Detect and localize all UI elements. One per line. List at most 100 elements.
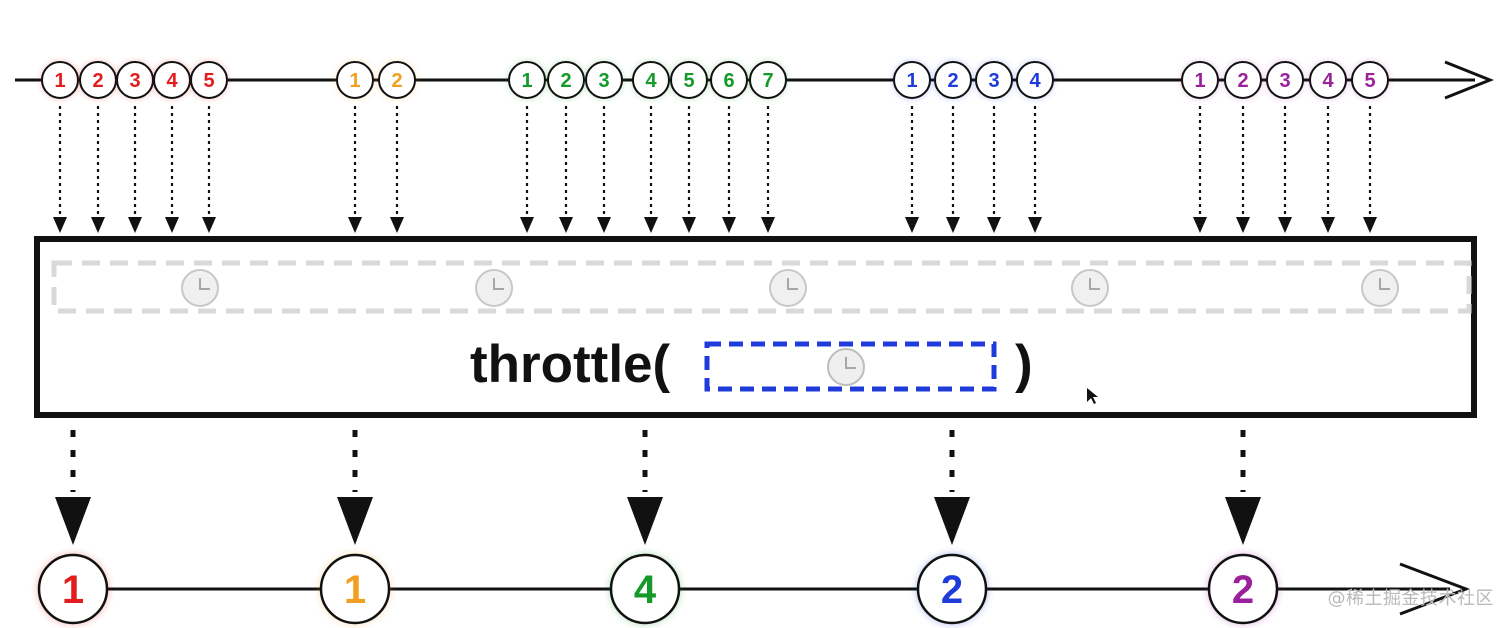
input-arrow-head-icon	[1236, 217, 1250, 233]
input-marble-label: 3	[988, 70, 999, 92]
output-marble-label: 2	[941, 568, 963, 612]
input-marble: 1	[892, 60, 932, 100]
output-marble: 2	[1206, 552, 1280, 626]
output-marble-label: 2	[1232, 568, 1254, 612]
input-arrow-head-icon	[722, 217, 736, 233]
operator-name: throttle(	[470, 335, 671, 394]
input-arrow-head-icon	[520, 217, 534, 233]
input-marble: 3	[115, 60, 155, 100]
input-marble-label: 2	[947, 70, 958, 92]
input-marble: 2	[546, 60, 586, 100]
output-arrow-head-icon	[1225, 497, 1261, 545]
clock-icon	[827, 348, 865, 386]
input-marble: 1	[507, 60, 547, 100]
output-arrow-head-icon	[337, 497, 373, 545]
input-arrow-head-icon	[1028, 217, 1042, 233]
output-arrowhead-icon	[1399, 562, 1471, 616]
input-marble-label: 1	[1194, 70, 1205, 92]
input-marble-label: 4	[1029, 70, 1041, 92]
input-marble: 2	[933, 60, 973, 100]
input-marble-label: 2	[560, 70, 571, 92]
input-marble-label: 3	[598, 70, 609, 92]
input-marbles: 1 2 3 4 5 1 2 1 2 3 4 5 6 7 1 2 3 4 1 2 3 4 5	[40, 60, 1390, 100]
input-arrow-head-icon	[390, 217, 404, 233]
input-marble: 5	[189, 60, 229, 100]
input-marble-label: 1	[521, 70, 532, 92]
input-marble-label: 6	[723, 70, 734, 92]
input-marble-label: 7	[762, 70, 773, 92]
input-marble-label: 4	[1322, 70, 1334, 92]
input-marble-label: 3	[129, 70, 140, 92]
output-marble: 1	[36, 552, 110, 626]
input-marble-label: 2	[92, 70, 103, 92]
watermark: @稀土掘金技术社区	[1327, 588, 1494, 609]
input-marble: 4	[1015, 60, 1055, 100]
input-arrow-head-icon	[682, 217, 696, 233]
input-marble: 3	[1265, 60, 1305, 100]
operator-duration-box	[704, 341, 997, 392]
output-arrow-head-icon	[627, 497, 663, 545]
input-marble-label: 1	[54, 70, 65, 92]
input-marble: 4	[152, 60, 192, 100]
input-marble-label: 1	[906, 70, 917, 92]
input-marble-label: 2	[391, 70, 402, 92]
input-arrow-head-icon	[761, 217, 775, 233]
timer-clocks	[181, 269, 1399, 307]
input-arrow-head-icon	[53, 217, 67, 233]
input-marble: 1	[1180, 60, 1220, 100]
clock-icon	[181, 269, 219, 307]
input-arrow-head-icon	[348, 217, 362, 233]
input-arrow-head-icon	[1193, 217, 1207, 233]
input-marble: 1	[40, 60, 80, 100]
input-arrowhead-icon	[1444, 60, 1495, 100]
output-marbles: 1 1 4 2 2	[36, 552, 1280, 626]
output-marble: 1	[318, 552, 392, 626]
input-marble: 4	[1308, 60, 1348, 100]
input-arrow-head-icon	[165, 217, 179, 233]
input-marble: 5	[669, 60, 709, 100]
input-arrow-head-icon	[1278, 217, 1292, 233]
input-marble: 3	[584, 60, 624, 100]
input-arrow-head-icon	[128, 217, 142, 233]
mouse-cursor-icon	[1087, 388, 1098, 404]
clock-icon	[1361, 269, 1399, 307]
output-arrows	[55, 430, 1261, 545]
input-marble-label: 3	[1279, 70, 1290, 92]
input-marble: 5	[1350, 60, 1390, 100]
input-marble-label: 4	[166, 70, 178, 92]
output-arrow-head-icon	[934, 497, 970, 545]
input-marble: 6	[709, 60, 749, 100]
input-arrow-head-icon	[91, 217, 105, 233]
input-marble-label: 4	[645, 70, 657, 92]
input-arrows	[53, 106, 1377, 233]
timer-window-track	[51, 260, 1472, 314]
input-marble-label: 2	[1237, 70, 1248, 92]
input-marble-label: 5	[203, 70, 214, 92]
input-marble: 2	[377, 60, 417, 100]
input-marble-label: 5	[1364, 70, 1375, 92]
input-marble: 7	[748, 60, 788, 100]
output-marble-label: 4	[634, 568, 657, 612]
input-marble-label: 1	[349, 70, 360, 92]
output-marble: 2	[915, 552, 989, 626]
clock-icon	[1071, 269, 1109, 307]
output-arrow-head-icon	[55, 497, 91, 545]
input-marble: 1	[335, 60, 375, 100]
input-marble: 2	[1223, 60, 1263, 100]
input-marble-label: 5	[683, 70, 694, 92]
input-arrow-head-icon	[905, 217, 919, 233]
input-arrow-head-icon	[644, 217, 658, 233]
operator-box	[34, 236, 1477, 418]
output-marble: 4	[608, 552, 682, 626]
input-arrow-head-icon	[1321, 217, 1335, 233]
input-marble: 4	[631, 60, 671, 100]
input-arrow-head-icon	[1363, 217, 1377, 233]
input-arrow-head-icon	[202, 217, 216, 233]
output-marble-label: 1	[62, 568, 84, 612]
input-arrow-head-icon	[597, 217, 611, 233]
clock-icon	[769, 269, 807, 307]
clock-icon	[475, 269, 513, 307]
output-marble-label: 1	[344, 568, 366, 612]
input-arrow-head-icon	[559, 217, 573, 233]
